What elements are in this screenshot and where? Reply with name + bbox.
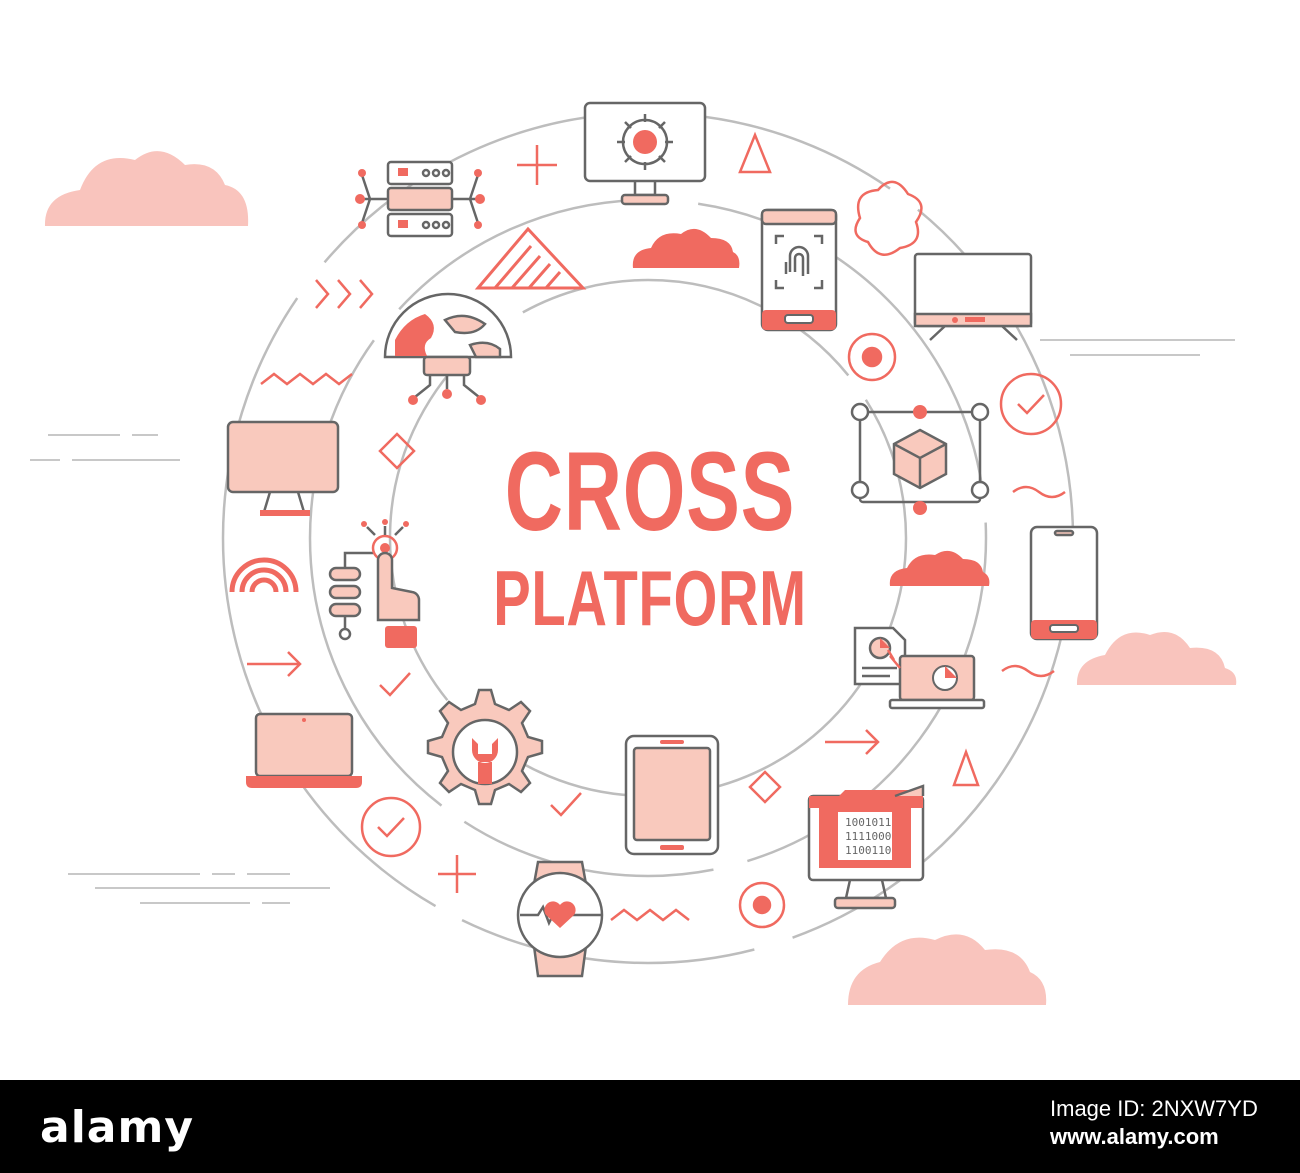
tablet-icon (624, 734, 720, 856)
smartphone-icon (1029, 525, 1099, 641)
svg-text:1001011: 1001011 (845, 816, 891, 829)
hand-touch-flow-icon (328, 519, 421, 648)
globe-network-icon (383, 292, 513, 405)
headline-line2: PLATFORM (493, 554, 807, 642)
headline-line1: CROSS (504, 429, 796, 554)
cross-platform-illustration: 1001011 1111000 1100110 (30, 101, 1237, 1005)
svg-text:1111000: 1111000 (845, 830, 891, 843)
decor-lines (30, 339, 1235, 904)
rainbow-arcs (229, 557, 299, 593)
laptop-icon (246, 712, 362, 788)
monitor-gear-icon (583, 101, 707, 206)
cloud-right (1076, 631, 1237, 685)
binary-code-monitor-icon: 1001011 1111000 1100110 (807, 784, 925, 910)
cube-network-icon (850, 402, 990, 515)
smartwatch-heart-icon (516, 860, 604, 978)
smartphone-fingerprint-icon (760, 208, 838, 332)
presentation-laptop-icon (853, 626, 986, 710)
tv-monitor-icon (913, 252, 1033, 341)
cloud-bottom-right (848, 934, 1047, 1005)
accent-clouds (632, 228, 990, 586)
svg-text:1100110: 1100110 (845, 844, 891, 857)
desktop-monitor-icon (226, 420, 340, 516)
gear-wrench-icon (426, 688, 544, 806)
server-network-icon (355, 160, 485, 238)
site-url[interactable]: www.alamy.com (1050, 1124, 1219, 1149)
striped-triangle (474, 226, 587, 290)
footer-bar: alamy Image ID: 2NXW7YD www.alamy.com (0, 1080, 1300, 1173)
cloud-top-left (44, 151, 249, 226)
brand-logo[interactable]: alamy (40, 1102, 194, 1153)
image-id: Image ID: 2NXW7YD (1050, 1096, 1258, 1121)
decor-symbols (247, 131, 1066, 929)
